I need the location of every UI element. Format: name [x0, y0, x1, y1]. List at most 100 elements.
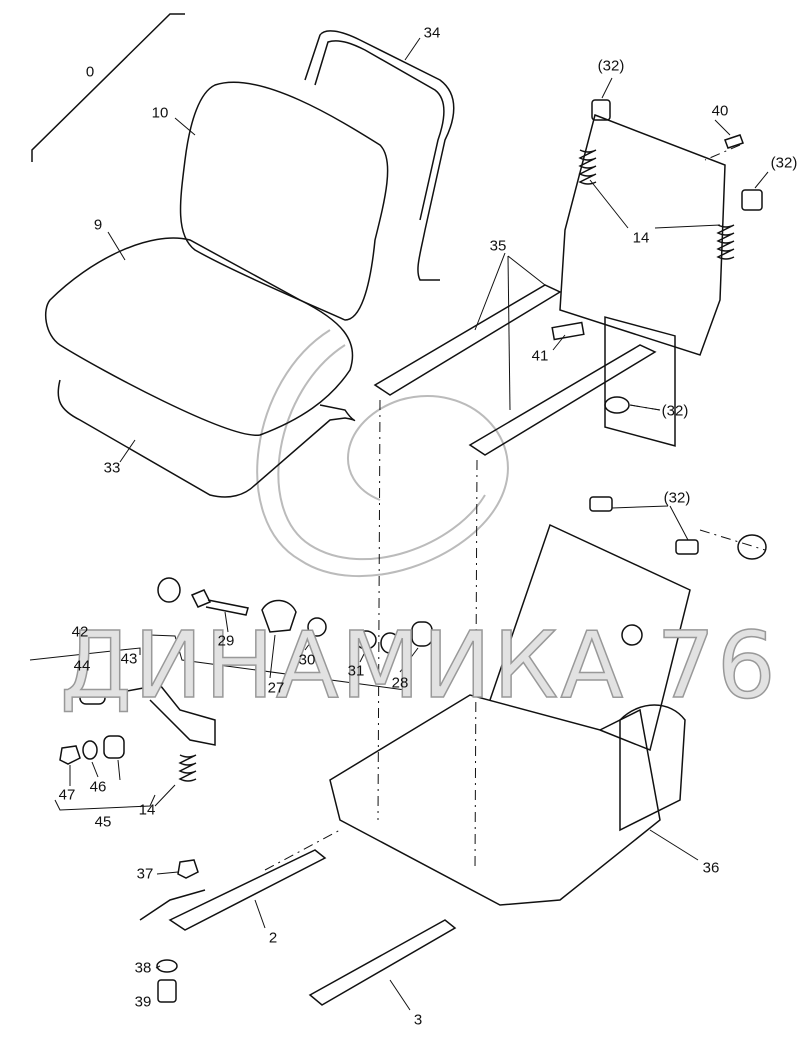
spring-14 — [578, 149, 597, 185]
callout-9: 9 — [93, 216, 103, 234]
drawing-line — [649, 829, 699, 861]
back-plate — [559, 113, 726, 356]
callout-38: 38 — [134, 959, 152, 977]
seat-frame-wire — [57, 379, 356, 498]
drawing-line — [654, 224, 721, 229]
bolt-39 — [157, 979, 177, 1003]
drawing-line — [277, 344, 486, 561]
bushing-31 — [380, 632, 400, 654]
drawing-line — [224, 611, 229, 633]
callout-32: (32) — [597, 57, 625, 75]
spring-14 — [716, 224, 735, 260]
drawing-line — [174, 117, 196, 136]
drawing-line — [589, 179, 629, 229]
callout-34: 34 — [423, 24, 441, 42]
bumper-32 — [741, 189, 763, 211]
callout-46: 46 — [89, 778, 107, 796]
drawing-line — [156, 871, 179, 875]
drawing-line — [389, 979, 411, 1011]
drawing-line — [601, 77, 613, 99]
watermark-text: ДИНАМИКА 76 — [59, 612, 778, 719]
lever-43 — [104, 684, 216, 746]
drawing-line — [704, 144, 741, 161]
callout-39: 39 — [134, 993, 152, 1011]
drawing-line — [629, 404, 661, 411]
callout-14: 14 — [138, 801, 156, 819]
part-41 — [551, 321, 585, 341]
sleeve-28 — [411, 621, 433, 647]
drawing-line — [669, 505, 689, 541]
drawing-line — [155, 965, 161, 969]
drawing-line — [117, 759, 121, 781]
handle-44 — [79, 689, 106, 705]
group-bracket-45 — [54, 794, 156, 811]
washer-46 — [82, 740, 98, 760]
callout-45: 45 — [94, 813, 112, 831]
callout-41: 41 — [531, 347, 549, 365]
callout-14: 14 — [632, 229, 650, 247]
nut-47 — [59, 745, 81, 765]
watermark-logo — [256, 329, 509, 578]
knob-27 — [261, 599, 297, 633]
washer-30 — [307, 617, 327, 637]
drawing-line — [377, 399, 381, 821]
bumper-32 — [675, 539, 699, 555]
callout-32: (32) — [663, 489, 691, 507]
callout-3: 3 — [413, 1011, 423, 1029]
callout-32: (32) — [661, 402, 689, 420]
callout-2: 2 — [268, 929, 278, 947]
assembly-bracket — [31, 13, 185, 162]
drawing-line — [359, 649, 367, 663]
drawing-line — [254, 899, 266, 929]
plate-opening — [604, 316, 676, 447]
drawing-line — [474, 459, 478, 871]
bumper-32 — [604, 396, 630, 414]
drawing-line — [107, 231, 126, 261]
drawing-line — [304, 635, 316, 651]
callout-30: 30 — [298, 651, 316, 669]
callout-27: 27 — [267, 679, 285, 697]
callout-42: 42 — [71, 623, 89, 641]
guide-lines — [264, 144, 766, 871]
leader-lines — [69, 37, 769, 1011]
drawing-line — [507, 255, 546, 286]
callout-29: 29 — [217, 632, 235, 650]
bolt-40 — [724, 134, 744, 149]
drawing-line — [611, 505, 669, 509]
callout-37: 37 — [136, 865, 154, 883]
drawing-line — [474, 252, 506, 331]
callout-0: 0 — [85, 63, 95, 81]
drawing-line — [754, 171, 769, 189]
cap — [157, 577, 181, 603]
side-bracket — [619, 704, 686, 832]
rail-3 — [308, 919, 457, 1006]
callout-32: (32) — [770, 154, 798, 172]
seat-back-shell — [489, 523, 691, 752]
drawing-line — [256, 329, 509, 578]
drawing-line — [399, 647, 419, 673]
bolt-29 — [190, 589, 249, 616]
drawing-line — [119, 439, 136, 463]
callout-10: 10 — [151, 104, 169, 122]
bumper-32 — [737, 534, 767, 560]
drawing-line — [264, 829, 341, 871]
drawing-line — [269, 634, 276, 679]
callout-44: 44 — [73, 657, 91, 675]
drawing-line — [714, 119, 731, 136]
backrest-cushion — [179, 81, 389, 321]
slide-rails-35 — [373, 284, 657, 456]
release-wire — [139, 889, 206, 921]
seat-pan — [329, 694, 661, 906]
callout-28: 28 — [391, 674, 409, 692]
nut-37 — [177, 859, 199, 879]
drawing-line — [552, 334, 566, 351]
frame-wire — [304, 30, 455, 281]
callout-33: 33 — [103, 459, 121, 477]
washer-31 — [355, 630, 377, 650]
callout-47: 47 — [58, 786, 76, 804]
bushing-45 — [103, 735, 125, 759]
spring-14 — [178, 754, 197, 782]
drawing-line — [699, 529, 766, 551]
